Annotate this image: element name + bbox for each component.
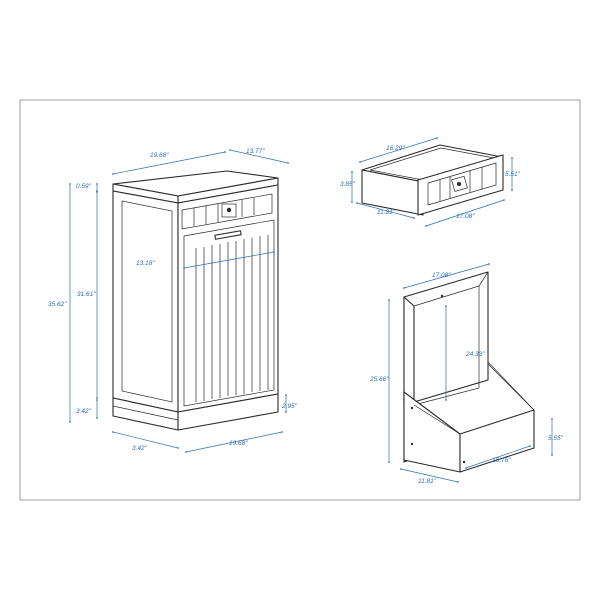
drawer-drawing [361, 144, 504, 216]
dim-body-height: 31.61" [77, 291, 96, 298]
dim-drawer-front-width: 17.08" [456, 213, 475, 220]
cabinet-drawer-front [181, 193, 273, 230]
dim-hamper-bin-depth: 11.81" [418, 478, 437, 485]
drawer-dimensions: 16.29" 3.85" 5.51" 11.81" 17.08" [340, 137, 521, 227]
hamper-bin-side [403, 391, 461, 473]
drawer-front-slats [439, 167, 483, 201]
hamper-drawing [403, 271, 535, 473]
hamper-bin-floor [413, 404, 461, 435]
drawer-pull-knob-icon[interactable] [457, 182, 461, 186]
cabinet-door[interactable] [183, 219, 275, 407]
dim-drawer-height-left: 3.85" [340, 181, 356, 188]
dim-total-height: 35.62" [48, 301, 67, 308]
drawer-knob-icon[interactable] [226, 207, 232, 213]
dim-top-thickness: 0.59" [76, 183, 92, 190]
dim-drawer-length: 16.29" [386, 145, 405, 152]
drawer-slats [193, 198, 255, 226]
hamper-front-screw-icon [462, 460, 466, 464]
cabinet-dimensions: 19.68" 13.77" 0.59" 35.62" 31.61" 3.42" … [48, 148, 298, 453]
cabinet-plinth-front [177, 393, 279, 431]
dim-hamper-inner-height: 24.33" [465, 351, 485, 358]
dim-hamper-bin-height: 5.55" [548, 435, 564, 442]
dim-hamper-top-width: 17.08" [432, 272, 451, 279]
dim-hamper-total-height: 25.66" [369, 376, 389, 383]
door-handle[interactable] [214, 230, 242, 240]
drawer-keyhole-panel [221, 203, 237, 218]
dim-top-depth: 19.68" [150, 152, 169, 159]
hamper-bin-rim [487, 363, 535, 411]
drawing-frame [19, 99, 581, 501]
hamper-side-screw-bottom-icon [410, 442, 414, 446]
dim-base-left: 3.42" [132, 445, 148, 452]
dim-hamper-bin-width: 15.76" [492, 457, 511, 464]
drawer-front-lock-panel [451, 175, 468, 192]
dim-drawer-height-right: 5.51" [505, 171, 521, 178]
dim-top-width: 13.77" [246, 148, 265, 155]
dim-plinth-height: 3.42" [76, 408, 92, 415]
dim-door-width: 13.18" [136, 260, 155, 267]
plinth-foot-line [112, 405, 179, 421]
cabinet-drawing [112, 170, 279, 431]
hamper-back-screw-icon [440, 294, 444, 298]
dim-base-offset: 2.95" [281, 403, 298, 410]
drawer-front-inset [427, 162, 497, 206]
hamper-side-screw-top-icon [410, 406, 414, 410]
hamper-dimensions: 17.08" 24.33" 25.66" 5.55" 15.76" 11.81" [369, 263, 564, 485]
dim-drawer-depth: 11.81" [377, 209, 396, 216]
cabinet-side-recess [121, 200, 173, 403]
dim-base-right: 19.68" [229, 440, 248, 447]
cabinet-left-side [112, 190, 179, 413]
